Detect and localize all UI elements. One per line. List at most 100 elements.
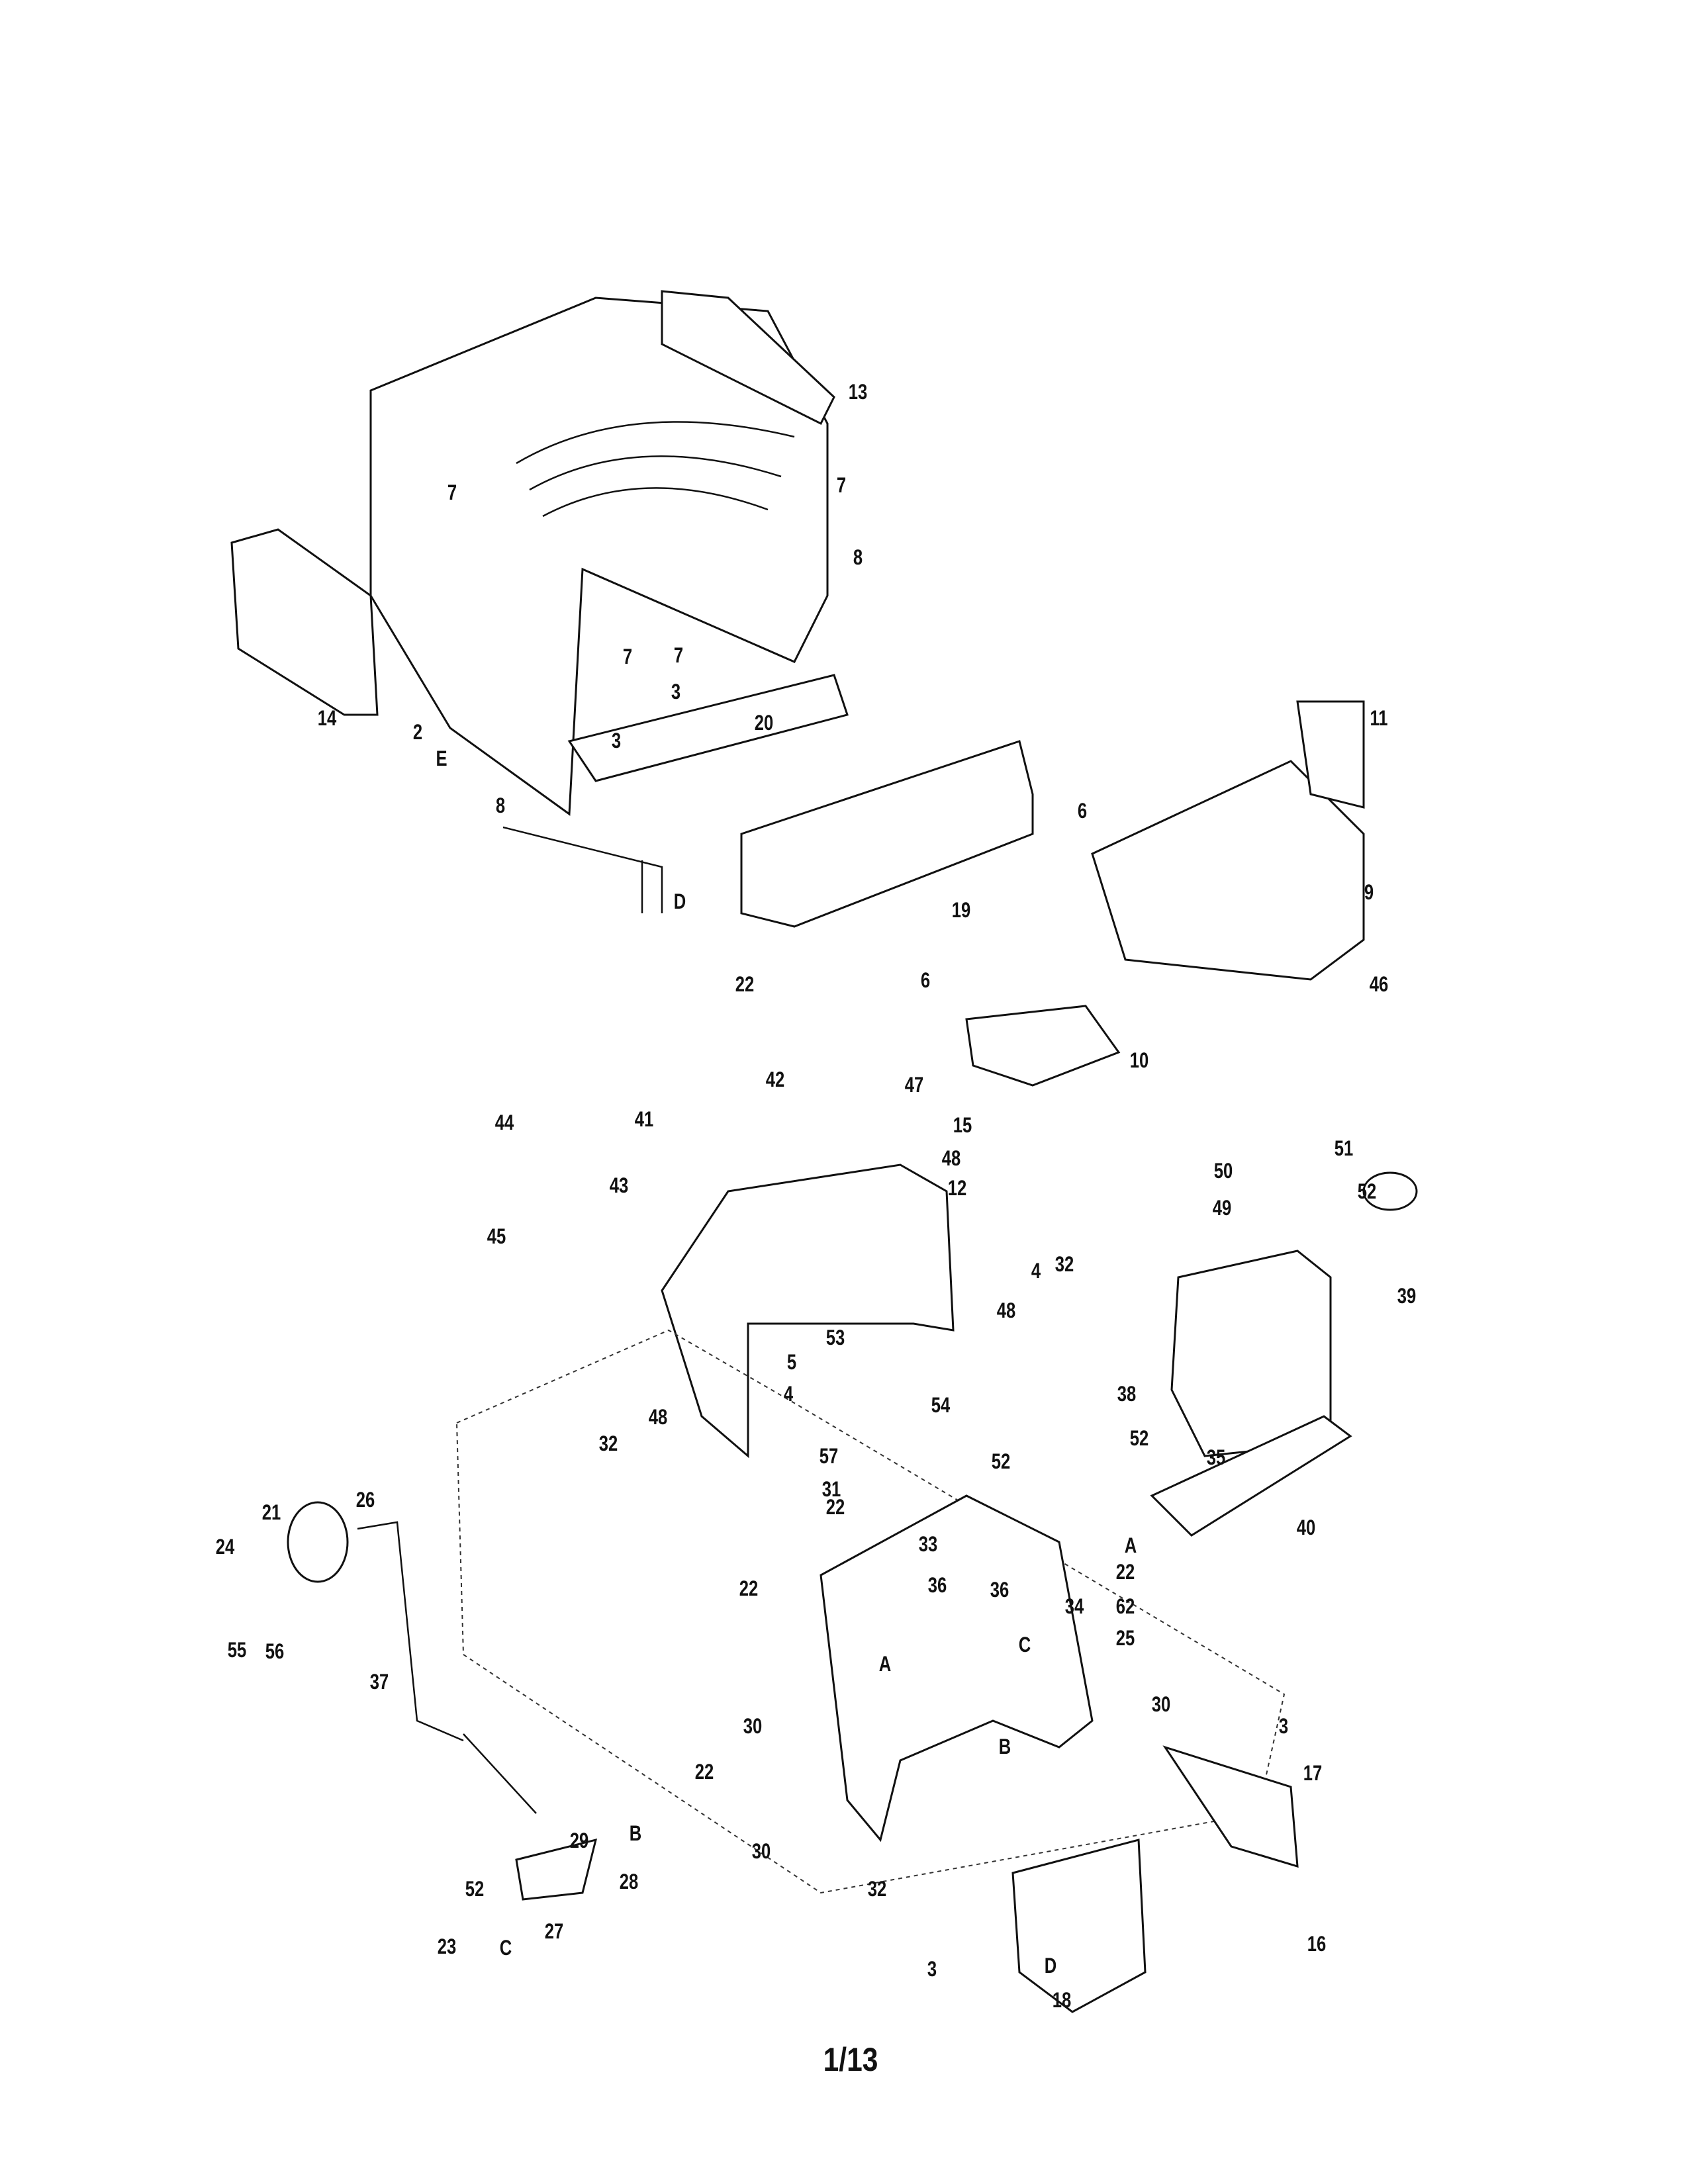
page-number: 1/13 (823, 2041, 878, 2078)
dash-tower-34 (820, 1494, 1094, 1843)
dash-panel-53 (661, 1163, 955, 1459)
callout-label: 30 (1151, 1692, 1171, 1716)
front-bracket-17 (1162, 1745, 1299, 1868)
callout-label: 55 (227, 1638, 247, 1662)
callout-label: 3 (671, 680, 681, 704)
callout-label: 38 (1117, 1382, 1137, 1406)
callout-label: 44 (494, 1111, 514, 1134)
callout-label: 52 (1357, 1179, 1377, 1203)
callout-label: 23 (437, 1934, 457, 1958)
callout-label: 37 (369, 1670, 389, 1694)
callout-label: 42 (765, 1068, 785, 1091)
callout-label: 22 (694, 1760, 714, 1784)
callout-label: 7 (447, 480, 457, 504)
lens-10 (965, 1005, 1121, 1087)
callout-label: B (998, 1735, 1011, 1758)
callout-label: 15 (953, 1113, 972, 1137)
callout-label: 3 (927, 1957, 937, 1981)
callout-label: D (1044, 1954, 1057, 1978)
callout-label: 53 (825, 1326, 845, 1349)
callout-label: 13 (848, 380, 868, 404)
callout-label: 32 (598, 1432, 618, 1455)
frame (455, 1329, 1286, 1894)
callout-label: 22 (1115, 1560, 1135, 1584)
side-grille-14 (230, 528, 379, 716)
callout-label: 45 (487, 1224, 506, 1248)
callout-label: D (673, 889, 686, 913)
callout-label: 5 (786, 1350, 797, 1374)
rod-37 (357, 1521, 464, 1742)
callout-label: B (629, 1821, 642, 1845)
callout-label: C (499, 1936, 512, 1960)
tank-bracket-40 (1150, 1415, 1352, 1537)
bracket-29 (515, 1838, 598, 1901)
front-bracket-18 (1011, 1839, 1147, 2013)
callout-label: 11 (1370, 706, 1388, 730)
callout-label: 56 (265, 1639, 285, 1663)
pedal-21 (287, 1501, 349, 1583)
callout-label: 41 (634, 1107, 654, 1131)
callout-label: 52 (1129, 1426, 1149, 1450)
callout-label: 51 (1334, 1136, 1354, 1160)
callout-label: 47 (904, 1073, 924, 1097)
hood-bracket (567, 674, 849, 782)
callout-label: 28 (619, 1870, 639, 1893)
callout-label: 26 (355, 1488, 375, 1512)
callout-label: 6 (920, 968, 931, 992)
callout-label: A (1124, 1533, 1137, 1557)
fuel-cap-39 (1362, 1171, 1418, 1211)
callout-label: 43 (609, 1173, 629, 1197)
callout-label: 3 (611, 729, 622, 752)
callout-label: 22 (735, 972, 755, 996)
callout-label: 25 (1115, 1626, 1135, 1650)
callout-label: 18 (1052, 1988, 1072, 2012)
callout-label: 30 (743, 1714, 763, 1738)
callout-label: 20 (754, 711, 774, 735)
callout-label: 12 (947, 1176, 967, 1200)
callout-label: 29 (569, 1829, 589, 1852)
callout-label: 7 (622, 645, 633, 668)
callout-label: 16 (1307, 1932, 1327, 1956)
callout-label: 4 (783, 1382, 794, 1406)
callout-label: 48 (941, 1146, 961, 1170)
callout-label: 36 (990, 1578, 1009, 1602)
callout-label: 17 (1303, 1761, 1323, 1785)
front-grille-9 (1091, 760, 1365, 981)
callout-label: 57 (819, 1444, 839, 1468)
callout-label: 54 (931, 1393, 951, 1417)
callout-label: 39 (1397, 1284, 1417, 1308)
callout-label: 49 (1212, 1196, 1232, 1220)
callout-label: 52 (465, 1877, 485, 1901)
callout-label: 4 (1031, 1259, 1041, 1283)
callout-label: 33 (918, 1532, 938, 1556)
callout-label: 9 (1364, 880, 1374, 904)
callout-label: A (878, 1652, 892, 1676)
callout-label: 36 (927, 1573, 947, 1597)
callout-label: 24 (215, 1535, 235, 1559)
callout-label: 10 (1129, 1048, 1149, 1072)
callout-label: 62 (1115, 1594, 1135, 1618)
callout-label: 6 (1077, 799, 1088, 823)
callout-label: 19 (951, 898, 971, 922)
callout-label: 27 (544, 1919, 564, 1943)
callout-label: 30 (751, 1839, 771, 1863)
callout-label: 2 (412, 720, 423, 744)
callout-label: 48 (648, 1405, 668, 1429)
callout-label: 8 (495, 794, 506, 817)
callout-label: 35 (1206, 1445, 1226, 1469)
callout-label: 3 (1278, 1714, 1289, 1738)
callout-label: 32 (867, 1877, 887, 1901)
callout-label: E (436, 747, 447, 770)
headlight-11 (1296, 700, 1365, 809)
callout-label: 21 (261, 1500, 281, 1524)
callout-label: 22 (739, 1576, 759, 1600)
callout-label: 48 (996, 1298, 1016, 1322)
callout-label: 52 (991, 1449, 1011, 1473)
callout-label: 50 (1213, 1159, 1233, 1183)
bumper-19 (740, 740, 1034, 928)
callout-label: 8 (853, 545, 863, 569)
callout-label: 7 (673, 643, 684, 667)
callout-label: 14 (317, 706, 337, 730)
callout-label: C (1018, 1633, 1031, 1657)
